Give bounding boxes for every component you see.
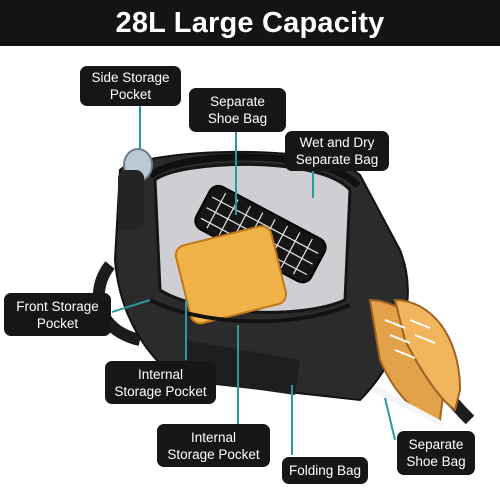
title-banner: 28L Large Capacity — [0, 0, 500, 46]
leader-lines — [111, 103, 396, 455]
zipper-rim — [147, 153, 361, 189]
callout-line: Side Storage — [91, 70, 170, 85]
callout-line: Shoe Bag — [207, 111, 268, 126]
page-title: 28L Large Capacity — [115, 6, 385, 39]
separate-shoe-bag-bottom-label: Separate Shoe Bag — [397, 431, 475, 475]
callout-line: Front Storage — [16, 298, 99, 314]
callout-line: Pocket — [36, 315, 79, 331]
orange-pouch — [174, 225, 288, 325]
front-pocket-zipper — [149, 298, 351, 324]
callout-line: Storage Pocket — [114, 383, 207, 399]
callout-line: Separate Bag — [295, 152, 379, 167]
callout-line: Shoe Bag — [406, 454, 466, 469]
sneakers — [368, 298, 462, 428]
internal-storage-pocket-1-label: Internal Storage Pocket — [105, 361, 216, 404]
callout-line: Pocket — [109, 87, 152, 102]
side-pocket — [118, 170, 144, 230]
callout-line: Internal — [137, 366, 184, 382]
callout-line: Storage Pocket — [167, 446, 260, 462]
internal-storage-pocket-2-label: Internal Storage Pocket — [157, 424, 270, 467]
leader-front-storage — [111, 299, 151, 313]
leader-separate-shoe-bottom — [384, 397, 396, 441]
callout-line: Internal — [190, 429, 237, 445]
callout-line: Separate — [210, 94, 265, 109]
callout-line: Separate — [408, 437, 464, 452]
folding-bag-label: Folding Bag — [282, 457, 368, 484]
side-storage-pocket-label: Side Storage Pocket — [80, 66, 181, 106]
front-storage-pocket-label: Front Storage Pocket — [4, 293, 111, 336]
callout-line: Folding Bag — [288, 463, 362, 478]
callout-line: Wet and Dry — [299, 135, 375, 150]
separate-shoe-bag-top-label: Separate Shoe Bag — [189, 88, 286, 132]
wet-dry-bag-label: Wet and Dry Separate Bag — [285, 131, 389, 171]
